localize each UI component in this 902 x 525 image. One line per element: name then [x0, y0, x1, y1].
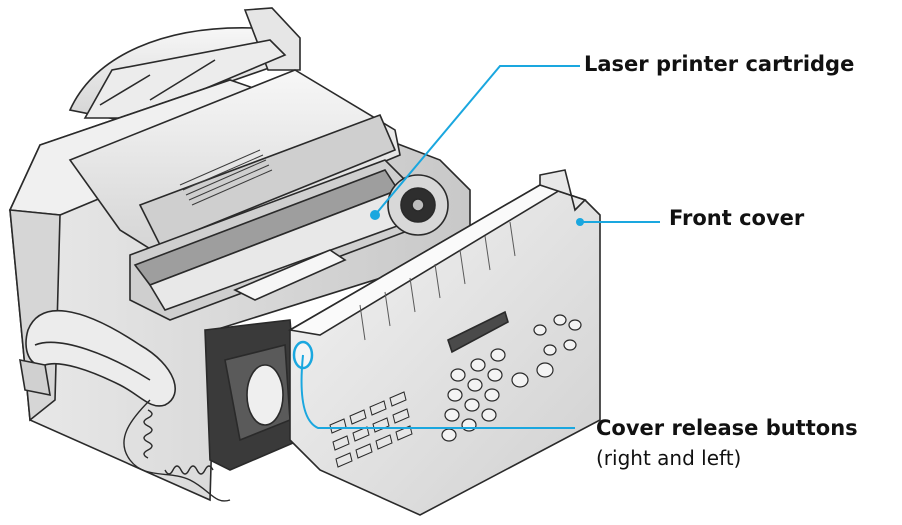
- fax-body: [8, 69, 471, 502]
- release-buttons-label: Cover release buttons: [596, 416, 858, 440]
- handset-cord: [123, 399, 231, 502]
- front-cover-label: Front cover: [669, 206, 805, 230]
- release-note-label: (right and left): [596, 446, 742, 470]
- telephone-handset: [19, 310, 176, 407]
- drive-gear: [387, 174, 449, 236]
- cartridge-leader: [374, 65, 580, 216]
- front-cover: [287, 169, 601, 516]
- keypad: [441, 314, 582, 442]
- leader-lines: [300, 65, 660, 429]
- vent-grille: [179, 149, 273, 206]
- laser-cartridge: [129, 159, 411, 321]
- release-leader: [300, 354, 575, 429]
- paper-support: [68, 7, 301, 121]
- cartridge-label: Laser printer cartridge: [584, 52, 855, 76]
